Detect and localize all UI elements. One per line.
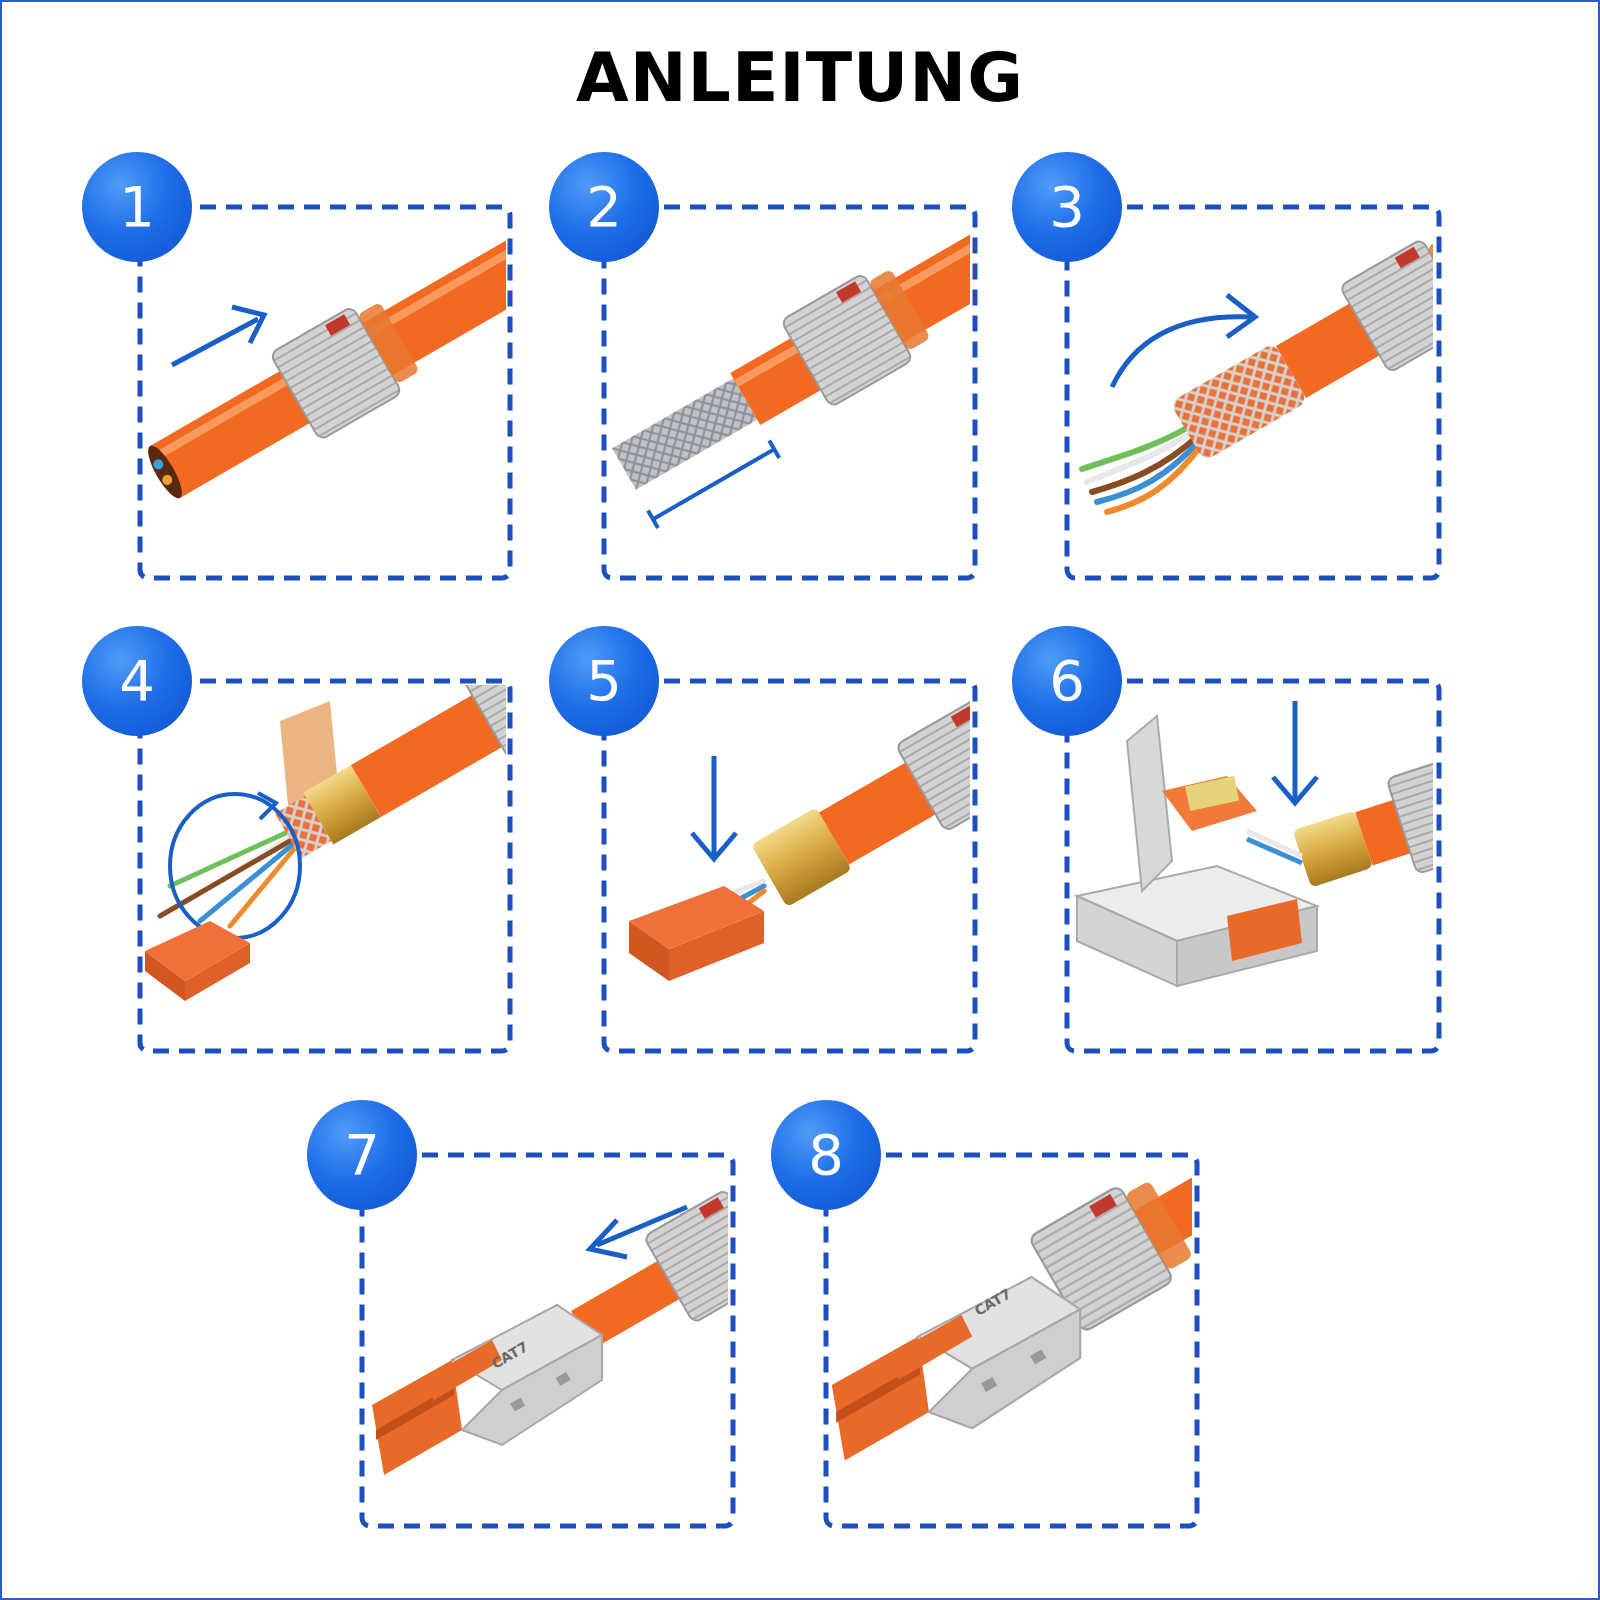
- step-badge: 5: [549, 626, 659, 736]
- step-badge: 3: [1012, 152, 1122, 262]
- step-number: 8: [808, 1127, 844, 1183]
- step-badge: 1: [82, 152, 192, 262]
- step-number: 3: [1049, 179, 1085, 235]
- step-badge: 4: [82, 626, 192, 736]
- step-number: 1: [119, 179, 155, 235]
- step-badge: 7: [307, 1100, 417, 1210]
- step-number: 4: [119, 653, 155, 709]
- step-badge: 2: [549, 152, 659, 262]
- step-number: 2: [586, 179, 622, 235]
- step-number: 7: [344, 1127, 380, 1183]
- step-badge: 6: [1012, 626, 1122, 736]
- page-title: ANLEITUNG: [0, 38, 1600, 117]
- step-badge: 8: [771, 1100, 881, 1210]
- step-number: 6: [1049, 653, 1085, 709]
- step-number: 5: [586, 653, 622, 709]
